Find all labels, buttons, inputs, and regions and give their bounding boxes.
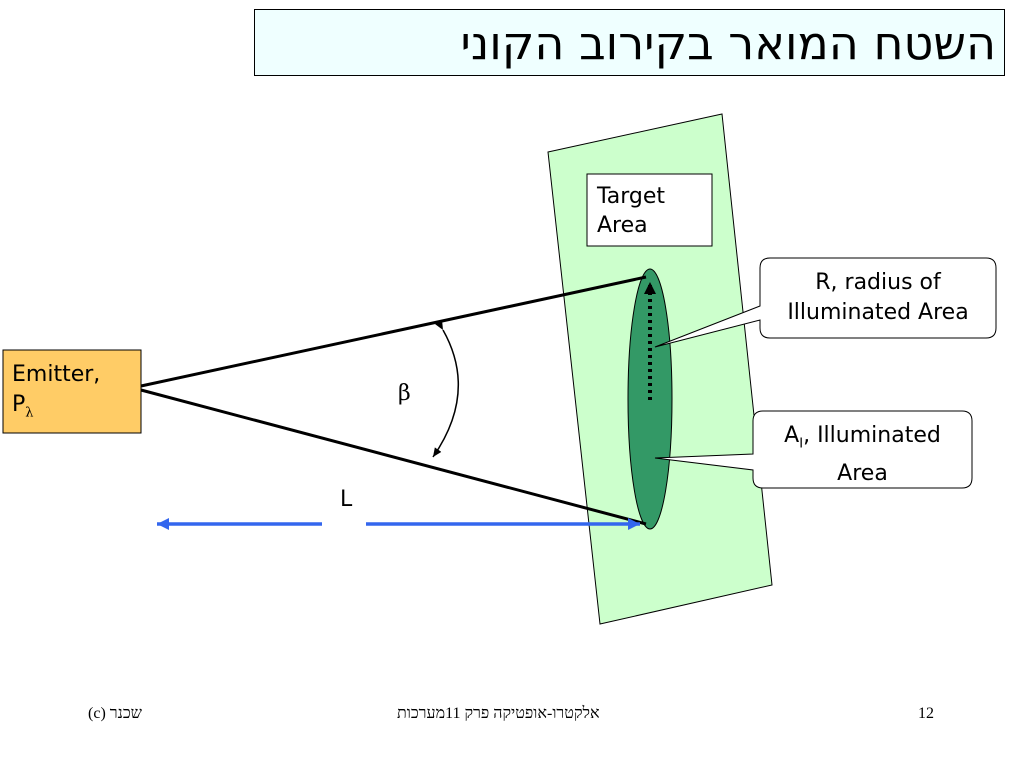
emitter-label-line1: Emitter, [12, 362, 101, 387]
area-callout-rest: , Illuminated [803, 423, 941, 448]
target-area-label: Target Area [597, 182, 665, 240]
radius-callout-label: R, radius of Illuminated Area [760, 268, 996, 328]
title-box: השטח המואר בקירוב הקוני [254, 9, 1005, 76]
area-subscript: I [799, 436, 804, 452]
emitter-box [2, 349, 142, 434]
emitter-power-symbol: P [12, 392, 26, 417]
area-callout-line2: Area [837, 461, 888, 487]
emitter-label: Emitter, Pλ [12, 360, 100, 428]
target-label-line1: Target [597, 184, 666, 209]
beta-angle-label: β [398, 381, 411, 406]
area-callout-label: AI, Illuminated Area [753, 421, 972, 489]
emitter-wavelength-subscript: λ [25, 405, 34, 421]
cone-upper-line [140, 275, 647, 388]
length-label: L [340, 487, 353, 512]
cone-lower-line [140, 388, 647, 526]
radius-callout-box [654, 257, 997, 348]
area-symbol: A [784, 423, 800, 448]
emitter-power-label: Pλ [12, 390, 100, 428]
target-label-box [586, 173, 713, 247]
footer-page-number: 12 [918, 705, 934, 722]
beta-angle-arc [432, 320, 460, 458]
target-label-line2: Area [597, 213, 648, 238]
slide-title: השטח המואר בקירוב הקוני [460, 16, 996, 70]
radius-callout-line1: R, radius of [815, 270, 941, 295]
area-callout-box [654, 410, 973, 489]
footer-center-title: אלקטרו-אופטיקה פרק 11מערכות [397, 705, 600, 722]
radius-callout-line2: Illuminated Area [787, 300, 969, 325]
area-callout-line1: AI, Illuminated [753, 421, 972, 459]
footer-left-copyright: שכנר (c) [88, 705, 142, 722]
